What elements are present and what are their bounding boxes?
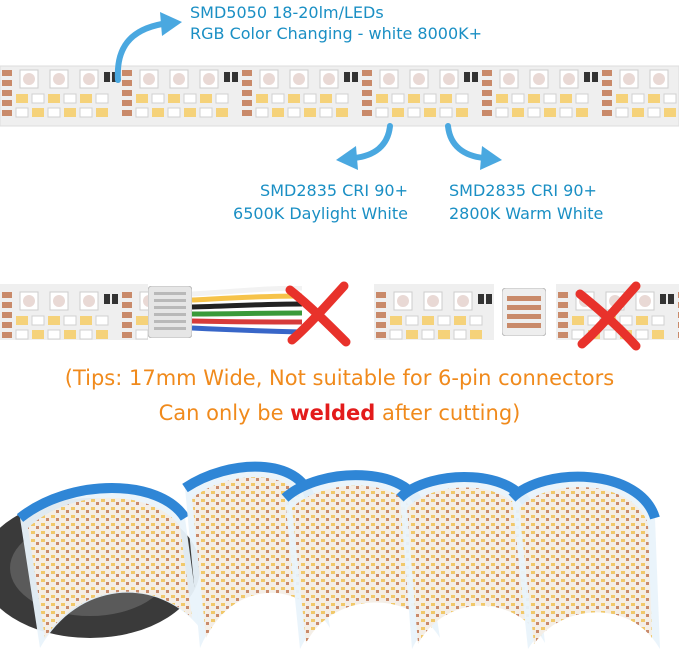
arrow-to-smd5050-icon bbox=[114, 12, 182, 83]
cross-mark-icon bbox=[575, 281, 641, 351]
daylight-label-line1: SMD2835 CRI 90+ bbox=[260, 181, 408, 200]
tip-emphasis-welded: welded bbox=[290, 401, 376, 425]
clip-connector-icon bbox=[502, 288, 546, 336]
cross-mark-icon bbox=[285, 281, 351, 347]
warm-label-line1: SMD2835 CRI 90+ bbox=[449, 181, 597, 200]
pin-connector-icon bbox=[148, 286, 192, 338]
led-strip-coils-photo bbox=[0, 458, 679, 649]
strip-piece-middle bbox=[374, 284, 494, 340]
led-strip-top bbox=[0, 65, 679, 127]
tip-line-2-prefix: Can only be bbox=[158, 401, 291, 425]
arrow-to-daylight-icon bbox=[336, 123, 393, 170]
tip-line-1: (Tips: 17mm Wide, Not suitable for 6-pin… bbox=[64, 366, 615, 390]
smd5050-label-line1: SMD5050 18-20lm/LEDs bbox=[190, 3, 384, 22]
strip-piece-left bbox=[0, 284, 148, 340]
tip-line-2-suffix: after cutting) bbox=[375, 401, 521, 425]
daylight-label-line2: 6500K Daylight White bbox=[233, 204, 408, 223]
smd5050-label-line2: RGB Color Changing - white 8000K+ bbox=[190, 24, 483, 43]
arrow-to-warm-icon bbox=[445, 123, 502, 170]
warm-label-line2: 2800K Warm White bbox=[449, 204, 604, 223]
tip-line-2: Can only be welded after cutting) bbox=[0, 401, 679, 425]
